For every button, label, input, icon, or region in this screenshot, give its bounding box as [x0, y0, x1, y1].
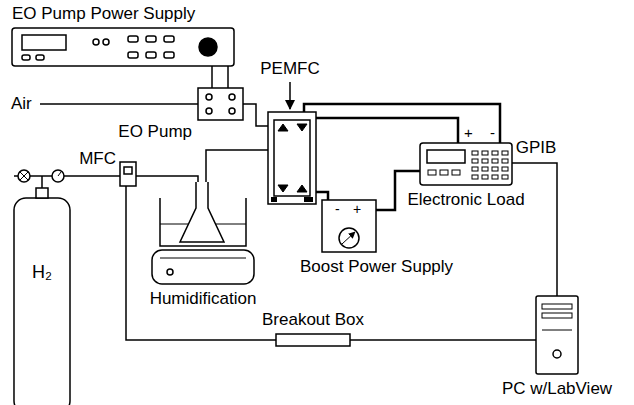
device-node: PC w/LabView — [536, 296, 578, 374]
device-label: EO Pump — [118, 122, 192, 142]
flow-controller-symbol — [120, 162, 136, 186]
connection-line — [72, 175, 120, 177]
device-label: EO Pump Power Supply — [12, 4, 195, 24]
pump-symbol — [198, 88, 243, 120]
device-node: EO Pump — [198, 88, 243, 120]
computer-symbol — [536, 296, 578, 374]
pointer-arrow — [289, 82, 291, 109]
connection-line — [316, 118, 458, 143]
device-node: Humidification — [150, 182, 256, 286]
device-node: H₂ — [12, 170, 72, 405]
device-label: PC w/LabView — [502, 379, 612, 399]
connection-line — [304, 104, 500, 143]
device-label: Humidification — [150, 289, 257, 309]
terminal-sign: + — [463, 124, 474, 141]
air-inlet-line — [40, 103, 198, 105]
fuel-cell-symbol — [268, 112, 316, 204]
device-label: Electronic Load — [407, 190, 524, 210]
device-node: EO Pump Power Supply — [12, 28, 234, 66]
device-label: H₂ — [32, 262, 52, 283]
terminal-sign: - — [489, 124, 496, 141]
device-label: PEMFC — [260, 59, 320, 79]
device-label: Boost Power Supply — [300, 257, 453, 277]
connection-line — [227, 66, 229, 88]
bus-label: GPIB — [515, 138, 558, 158]
power-supply-symbol — [12, 28, 234, 66]
connection-line — [206, 150, 268, 182]
connection-line — [136, 176, 198, 182]
terminal-sign: - — [334, 201, 341, 217]
connection-line — [512, 163, 557, 296]
humidifier-symbol — [152, 182, 254, 284]
device-node: PEMFC — [268, 112, 316, 204]
device-node: MFC — [120, 162, 136, 186]
inlet-label: Air — [10, 94, 33, 114]
device-node: Breakout Box — [276, 334, 350, 346]
connection-line — [243, 104, 268, 126]
electronic-load-symbol — [420, 143, 512, 185]
breakout-box-symbol — [276, 334, 350, 346]
gas-cylinder-symbol — [14, 170, 72, 405]
device-label: Breakout Box — [262, 310, 364, 330]
connection-line — [126, 186, 276, 340]
connection-line — [316, 192, 328, 200]
connection-line — [350, 339, 536, 341]
boost-supply-symbol — [322, 200, 376, 252]
terminal-sign: + — [352, 201, 362, 217]
device-node: Boost Power Supply — [322, 200, 376, 252]
device-label: MFC — [79, 149, 116, 169]
device-node: Electronic Load — [420, 143, 512, 185]
connection-line — [211, 66, 213, 88]
